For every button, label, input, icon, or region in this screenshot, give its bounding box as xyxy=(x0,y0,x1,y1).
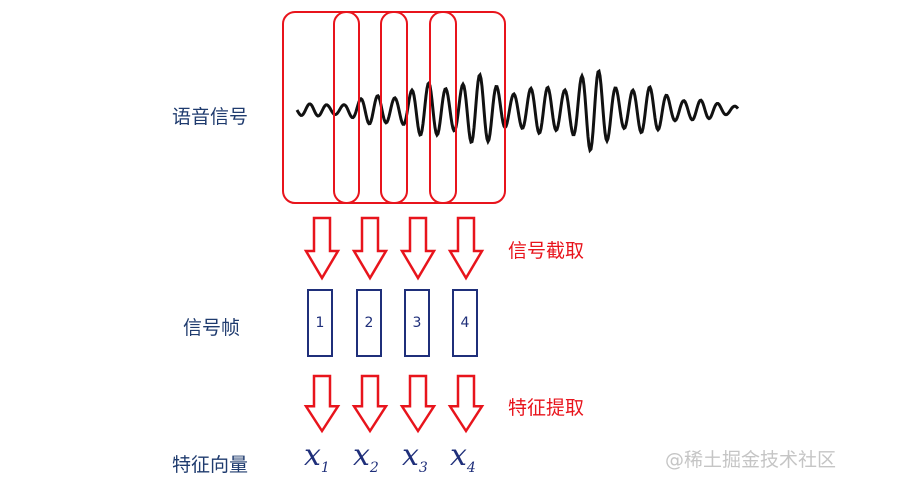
feature-vector-x2: x2 xyxy=(353,438,379,476)
window-box-large xyxy=(282,11,506,204)
speech-waveform xyxy=(295,68,740,154)
window-box-1 xyxy=(333,11,360,204)
feature-vector-x4: x4 xyxy=(450,438,476,476)
window-box-2 xyxy=(380,11,408,204)
down-arrow-icon xyxy=(447,374,485,434)
frame-box: 4 xyxy=(452,289,478,357)
speech-signal-label: 语音信号 xyxy=(172,106,249,128)
down-arrow-icon xyxy=(351,374,389,434)
feature-vector-x1: x1 xyxy=(304,438,330,476)
frame-box: 3 xyxy=(404,289,430,357)
down-arrow-icon xyxy=(447,216,485,281)
feature-vector-label: 特征向量 xyxy=(172,454,249,476)
down-arrow-icon xyxy=(351,216,389,281)
frame-box: 1 xyxy=(307,289,333,357)
frame-box: 2 xyxy=(356,289,382,357)
feature-vector-x3: x3 xyxy=(402,438,428,476)
down-arrow-icon xyxy=(303,216,341,281)
down-arrow-icon xyxy=(399,374,437,434)
signal-frame-label: 信号帧 xyxy=(183,317,241,339)
feature-extract-label: 特征提取 xyxy=(508,397,585,419)
signal-cut-label: 信号截取 xyxy=(508,240,585,262)
watermark: @稀土掘金技术社区 xyxy=(665,449,837,471)
down-arrow-icon xyxy=(303,374,341,434)
window-box-3 xyxy=(429,11,457,204)
down-arrow-icon xyxy=(399,216,437,281)
